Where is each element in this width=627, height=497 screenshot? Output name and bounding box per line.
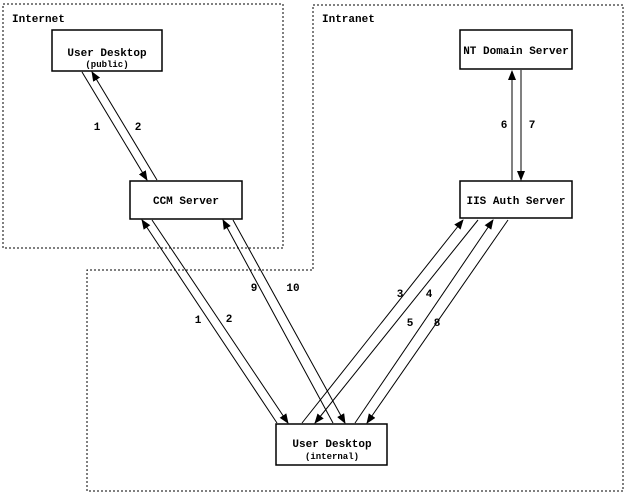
node-iis-auth-server: IIS Auth Server xyxy=(459,180,573,219)
user-desktop-internal-subtitle: (internal) xyxy=(305,452,359,462)
iis-auth-server-box xyxy=(459,180,573,219)
edge-label-8: 8 xyxy=(434,318,441,330)
edge-label-1-public: 1 xyxy=(94,122,101,134)
edge-1-user-internal-to-ccm xyxy=(141,219,278,424)
node-user-desktop-internal: User Desktop (internal) xyxy=(275,423,388,466)
edge-1-user-public-to-ccm xyxy=(81,71,148,181)
edge-label-10: 10 xyxy=(286,283,299,295)
ccm-server-box xyxy=(129,180,243,220)
ccm-server-title: CCM Server xyxy=(153,196,219,208)
node-nt-domain-server: NT Domain Server xyxy=(459,29,573,70)
edge-label-7: 7 xyxy=(529,120,536,132)
edge-label-1-internal: 1 xyxy=(195,315,202,327)
edge-9-user-internal-to-ccm xyxy=(222,219,334,424)
edge-3-user-internal-to-iis xyxy=(301,219,464,424)
user-desktop-internal-box xyxy=(275,423,388,466)
user-desktop-public-subtitle: (public) xyxy=(85,60,128,70)
edge-label-9: 9 xyxy=(251,283,258,295)
edges xyxy=(81,70,525,424)
edge-10-ccm-to-user-internal xyxy=(232,219,346,424)
nt-domain-server-box xyxy=(459,29,573,70)
intranet-zone-label: Intranet xyxy=(322,14,375,26)
edge-label-4: 4 xyxy=(426,289,433,301)
iis-auth-server-title: IIS Auth Server xyxy=(466,196,565,208)
edge-5-user-internal-to-iis xyxy=(354,219,494,424)
internet-zone-label: Internet xyxy=(12,14,65,26)
nt-domain-server-title: NT Domain Server xyxy=(463,46,569,58)
intranet-zone-border xyxy=(86,4,624,492)
user-desktop-internal-title: User Desktop xyxy=(292,439,372,451)
edge-label-6: 6 xyxy=(501,120,508,132)
node-ccm-server: CCM Server xyxy=(129,180,243,220)
edge-8-iis-to-user-internal xyxy=(366,219,509,424)
edge-2-ccm-to-user-internal xyxy=(151,219,289,424)
edge-2-ccm-to-user-public xyxy=(91,71,158,181)
node-user-desktop-public: User Desktop (public) xyxy=(51,29,163,72)
user-desktop-public-title: User Desktop xyxy=(67,48,147,60)
edge-label-3: 3 xyxy=(397,289,404,301)
edge-4-iis-to-user-internal xyxy=(314,219,479,424)
user-desktop-public-box xyxy=(51,29,163,72)
edge-label-5: 5 xyxy=(407,318,414,330)
internet-zone-border xyxy=(2,3,284,249)
edge-labels: 1 2 6 7 1 2 9 10 3 4 5 8 xyxy=(94,120,536,330)
edge-label-2-internal: 2 xyxy=(226,314,233,326)
edge-label-2-public: 2 xyxy=(135,122,142,134)
